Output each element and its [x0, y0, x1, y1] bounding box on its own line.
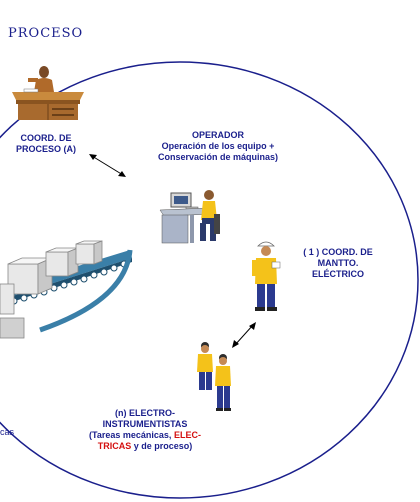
coord-mantto-line1: ( 1 ) COORD. DE: [303, 247, 373, 257]
electro-desc-highlight-2: TRICAS: [97, 441, 132, 451]
left-cut-text: cas: [0, 427, 15, 437]
electro-desc-pre: (Tareas mecánicas,: [89, 430, 174, 440]
operador-desc-line2: Conservación de máquinas): [157, 152, 279, 162]
operador-title: OPERADOR: [191, 130, 244, 140]
double-arrow-icon: [89, 154, 126, 177]
electro-desc-post: y de proceso): [131, 441, 193, 451]
electro-title-line1: (n) ELECTRO-: [115, 408, 175, 418]
operador-label: OPERADOR Operación de los equipo + Conse…: [148, 130, 288, 163]
process-ellipse: [0, 61, 419, 499]
electroinstrumentistas-label: (n) ELECTRO- INSTRUMENTISTAS (Tareas mec…: [80, 408, 210, 452]
operador-desc-line1: Operación de los equipo +: [161, 141, 275, 151]
desk-worker-icon: [12, 66, 84, 120]
coord-proceso-line2: PROCESO (A): [15, 144, 76, 154]
computer-operator-icon: [159, 190, 220, 244]
coord-mantto-label: ( 1 ) COORD. DE MANTTO. ELÉCTRICO: [292, 247, 384, 280]
coord-proceso-line1: COORD. DE: [20, 133, 72, 143]
coord-mantto-line3: ELÉCTRICO: [311, 269, 364, 279]
coord-mantto-line2: MANTTO.: [317, 258, 359, 268]
double-arrow-icon: [232, 322, 256, 348]
hardhat-engineer-icon: [252, 241, 281, 311]
technicians-icon: [197, 342, 231, 411]
electro-desc-highlight-1: ELEC-: [173, 430, 201, 440]
coord-proceso-label: COORD. DE PROCESO (A): [8, 133, 84, 155]
electro-desc-line1: (Tareas mecánicas, ELEC-: [80, 430, 210, 441]
conveyor-belt-icon: [0, 240, 133, 339]
page-title: PROCESO: [8, 26, 84, 41]
electro-title-line2: INSTRUMENTISTAS: [102, 419, 188, 429]
electro-desc-line2: TRICAS y de proceso): [80, 441, 210, 452]
